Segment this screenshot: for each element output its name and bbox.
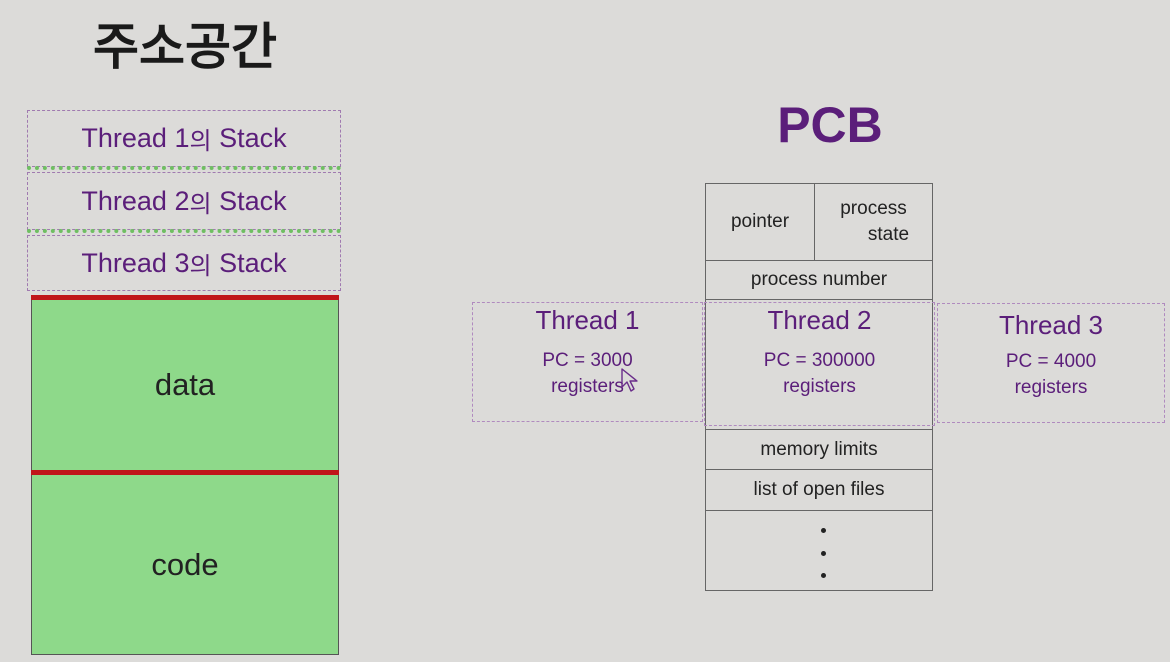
pcb-process-state-line2: state xyxy=(867,224,910,245)
address-space-title: 주소공간 xyxy=(93,18,277,76)
thread-2-stack-prefix: Thread 2 xyxy=(81,185,190,216)
code-segment: code xyxy=(31,475,339,655)
thread-1-box: Thread 1 PC = 3000 registers xyxy=(472,302,703,422)
thread-3-registers: registers xyxy=(1014,377,1088,398)
thread-2-registers: registers xyxy=(783,376,856,397)
pcb-vertical-ellipsis-icon xyxy=(806,528,840,578)
thread-2-stack-suffix: 의 xyxy=(189,189,212,218)
pcb-process-number-label: process number xyxy=(750,269,888,290)
stack-separator-2 xyxy=(27,229,341,233)
pcb-open-files-cell: list of open files xyxy=(705,469,933,511)
thread-3-stack-label: Stack xyxy=(219,247,287,278)
thread-3-stack-prefix: Thread 3 xyxy=(81,247,190,278)
thread-3-title: Thread 3 xyxy=(998,310,1104,340)
thread-1-title: Thread 1 xyxy=(535,305,640,335)
thread-2-box: Thread 2 PC = 300000 registers xyxy=(704,302,935,426)
thread-2-title: Thread 2 xyxy=(767,305,872,335)
pcb-title: PCB xyxy=(777,97,883,153)
pcb-thread-region xyxy=(705,299,933,429)
pcb-memory-limits-cell: memory limits xyxy=(705,429,933,470)
thread-3-box: Thread 3 PC = 4000 registers xyxy=(937,303,1165,423)
pcb-process-state-cell: process state xyxy=(814,183,933,261)
thread-3-pc: PC = 4000 xyxy=(1005,351,1097,372)
thread-3-stack-suffix: 의 xyxy=(189,251,212,280)
code-segment-label: code xyxy=(151,546,219,582)
pcb-memory-limits-label: memory limits xyxy=(760,438,878,460)
thread-1-registers: registers xyxy=(551,376,624,397)
pcb-process-state-line1: process xyxy=(840,198,907,219)
pcb-pointer-label: pointer xyxy=(730,211,790,232)
pcb-more-cell xyxy=(705,510,933,591)
thread-1-pc: PC = 3000 xyxy=(542,350,633,371)
stack-data-divider xyxy=(31,295,339,300)
thread-1-stack-prefix: Thread 1 xyxy=(81,123,190,153)
mouse-cursor-icon xyxy=(621,368,638,392)
thread-2-stack-label: Stack xyxy=(219,185,287,216)
stack-separator-1 xyxy=(27,166,341,170)
thread-2-pc: PC = 300000 xyxy=(763,350,876,371)
pcb-process-number-cell: process number xyxy=(705,260,933,300)
pcb-pointer-cell: pointer xyxy=(705,183,815,261)
thread-1-stack-label: Stack xyxy=(219,123,287,153)
data-segment-label: data xyxy=(154,367,216,402)
thread-1-stack-suffix: 의 xyxy=(189,127,212,155)
data-code-divider xyxy=(31,470,339,475)
pcb-open-files-label: list of open files xyxy=(753,479,885,500)
data-segment: data xyxy=(31,300,339,470)
